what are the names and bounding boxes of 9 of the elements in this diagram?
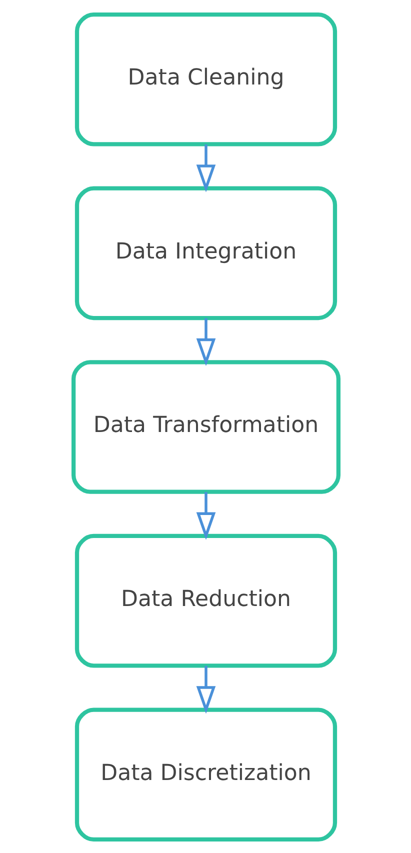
node-box: Data Reduction bbox=[74, 533, 337, 668]
node-box: Data Transformation bbox=[71, 360, 340, 494]
arrow bbox=[196, 665, 216, 714]
node-box: Data Cleaning bbox=[74, 12, 337, 146]
arrow bbox=[196, 318, 216, 366]
arrow bbox=[196, 144, 216, 192]
arrow bbox=[196, 492, 216, 540]
node-box: Data Discretization bbox=[74, 707, 337, 842]
node-box: Data Integration bbox=[74, 186, 337, 320]
